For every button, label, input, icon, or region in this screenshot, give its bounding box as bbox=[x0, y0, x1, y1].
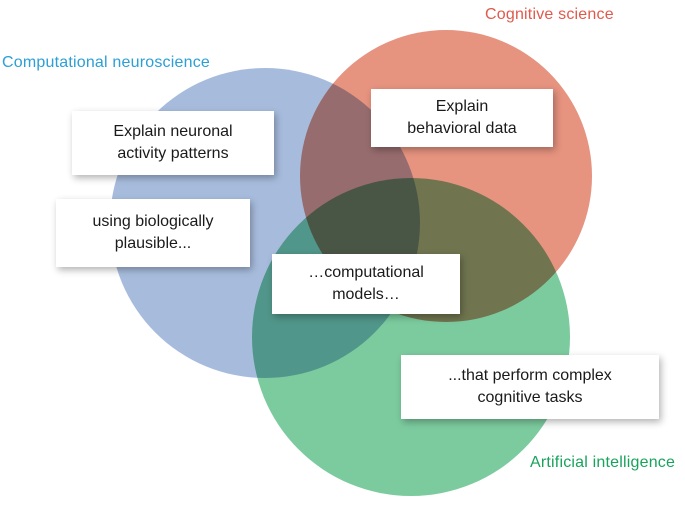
label-artificial-intelligence: Artificial intelligence bbox=[530, 454, 676, 471]
callout-perform-complex-tasks: ...that perform complex cognitive tasks bbox=[401, 355, 659, 419]
callout-computational-models: …computational models… bbox=[272, 254, 460, 314]
label-cognitive-science: Cognitive science bbox=[485, 6, 614, 23]
callout-explain-neuronal-activity: Explain neuronal activity patterns bbox=[72, 111, 274, 175]
callout-using-biologically-plausible: using biologically plausible... bbox=[56, 199, 250, 267]
circle-artificial-intelligence bbox=[252, 178, 570, 496]
callout-explain-behavioral-data: Explain behavioral data bbox=[371, 89, 553, 147]
label-computational-neuroscience: Computational neuroscience bbox=[2, 54, 210, 71]
